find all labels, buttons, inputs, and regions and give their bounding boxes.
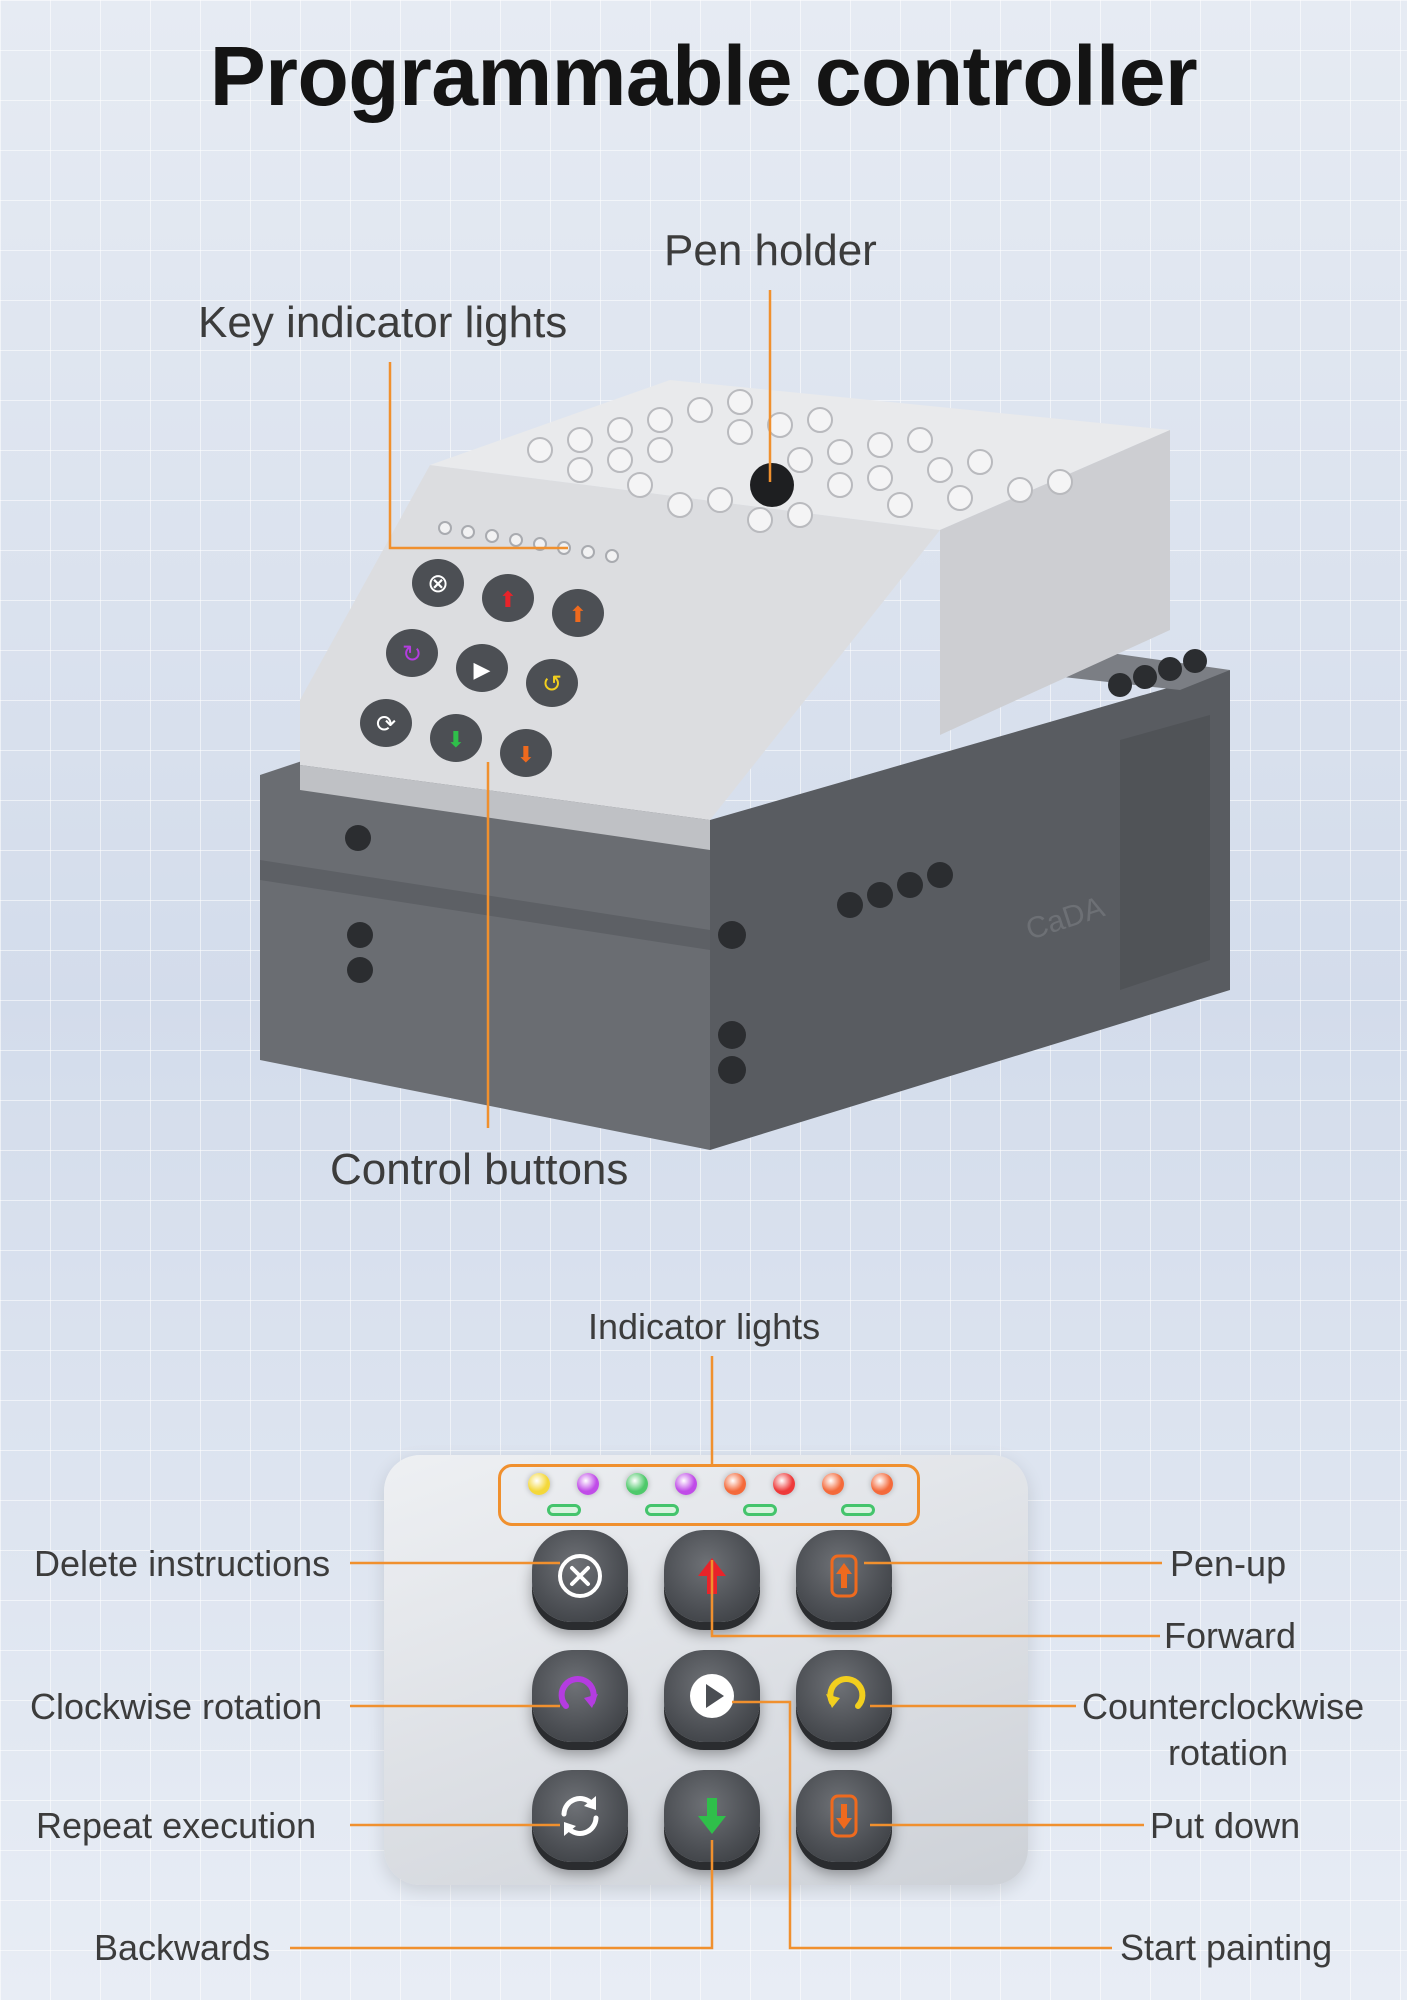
forward-button[interactable] — [664, 1530, 760, 1622]
indicator-lights-frame — [498, 1464, 920, 1526]
svg-text:↺: ↺ — [542, 670, 562, 698]
forward-label: Forward — [1164, 1615, 1297, 1656]
pen-holder-label: Pen holder — [664, 226, 877, 275]
indicator-pill — [743, 1504, 777, 1516]
rotate-cw-icon — [558, 1676, 598, 1709]
pen-down-icon — [830, 1794, 858, 1838]
svg-text:⬇: ⬇ — [517, 743, 535, 768]
indicator-led — [577, 1473, 599, 1495]
indicator-pill — [547, 1504, 581, 1516]
base-hole — [347, 922, 373, 948]
device-control-buttons: ⊗ ⬆ ⬆ ↻ ▶ ↺ ⟳ ⬇ ⬇ — [360, 559, 604, 777]
backward-button[interactable] — [664, 1770, 760, 1862]
indicator-pill — [645, 1504, 679, 1516]
svg-text:▶: ▶ — [474, 658, 491, 683]
start-painting-label: Start painting — [1120, 1927, 1333, 1968]
svg-text:⟳: ⟳ — [376, 710, 396, 738]
base-side-panel — [1120, 715, 1210, 990]
indicator-led — [724, 1473, 746, 1495]
repeat-button[interactable] — [532, 1770, 628, 1862]
delete-button[interactable] — [532, 1530, 628, 1622]
base-front-face — [260, 750, 710, 1150]
indicator-lights-label: Indicator lights — [588, 1306, 821, 1347]
base-hole — [718, 1056, 746, 1084]
indicator-pill — [841, 1504, 875, 1516]
base-right-face — [710, 670, 1230, 1150]
svg-text:⬇: ⬇ — [447, 728, 465, 753]
counterclockwise-label-line2: rotation — [1168, 1732, 1289, 1773]
indicator-led — [528, 1473, 550, 1495]
play-icon — [690, 1674, 734, 1718]
delete-instructions-label: Delete instructions — [34, 1543, 331, 1584]
base-seam — [260, 860, 710, 950]
put-down-label: Put down — [1150, 1805, 1301, 1846]
pen-holder-hole — [750, 463, 794, 507]
rotate-ccw-icon — [826, 1676, 866, 1709]
base-hole — [345, 825, 371, 851]
base-hole-row — [837, 649, 1207, 918]
arrow-up-icon — [698, 1558, 726, 1594]
base-hole — [718, 921, 746, 949]
base-hole — [347, 957, 373, 983]
base-hole — [718, 1021, 746, 1049]
close-circle-icon — [558, 1554, 602, 1598]
indicator-led — [822, 1473, 844, 1495]
svg-text:⊗: ⊗ — [427, 569, 449, 599]
repeat-icon — [561, 1796, 599, 1836]
page-title: Programmable controller — [209, 29, 1198, 123]
pen-up-label: Pen-up — [1170, 1543, 1287, 1584]
backwards-label: Backwards — [94, 1927, 271, 1968]
start-button[interactable] — [664, 1650, 760, 1742]
svg-text:⬆: ⬆ — [499, 588, 517, 613]
key-indicator-lights-label: Key indicator lights — [198, 298, 568, 347]
control-buttons-label: Control buttons — [330, 1145, 629, 1194]
repeat-execution-label: Repeat execution — [36, 1805, 317, 1846]
top-right-face — [940, 430, 1170, 735]
indicator-led — [626, 1473, 648, 1495]
pen-up-icon — [830, 1554, 858, 1598]
svg-text:⬆: ⬆ — [569, 603, 587, 628]
indicator-led — [773, 1473, 795, 1495]
top-bottom-edge — [300, 765, 710, 850]
arrow-down-icon — [698, 1798, 726, 1834]
svg-text:↻: ↻ — [402, 640, 422, 668]
indicator-led — [675, 1473, 697, 1495]
indicator-led — [871, 1473, 893, 1495]
put-down-button[interactable] — [796, 1770, 892, 1862]
pen-up-button[interactable] — [796, 1530, 892, 1622]
counterclockwise-button[interactable] — [796, 1650, 892, 1742]
controller-device-illustration: CaDA ⊗ ⬆ ⬆ ↻ ▶ ↺ ⟳ ⬇ ⬇ — [260, 380, 1230, 1150]
clockwise-rotation-label: Clockwise rotation — [30, 1686, 323, 1727]
clockwise-button[interactable] — [532, 1650, 628, 1742]
counterclockwise-label-line1: Counterclockwise — [1082, 1686, 1365, 1727]
